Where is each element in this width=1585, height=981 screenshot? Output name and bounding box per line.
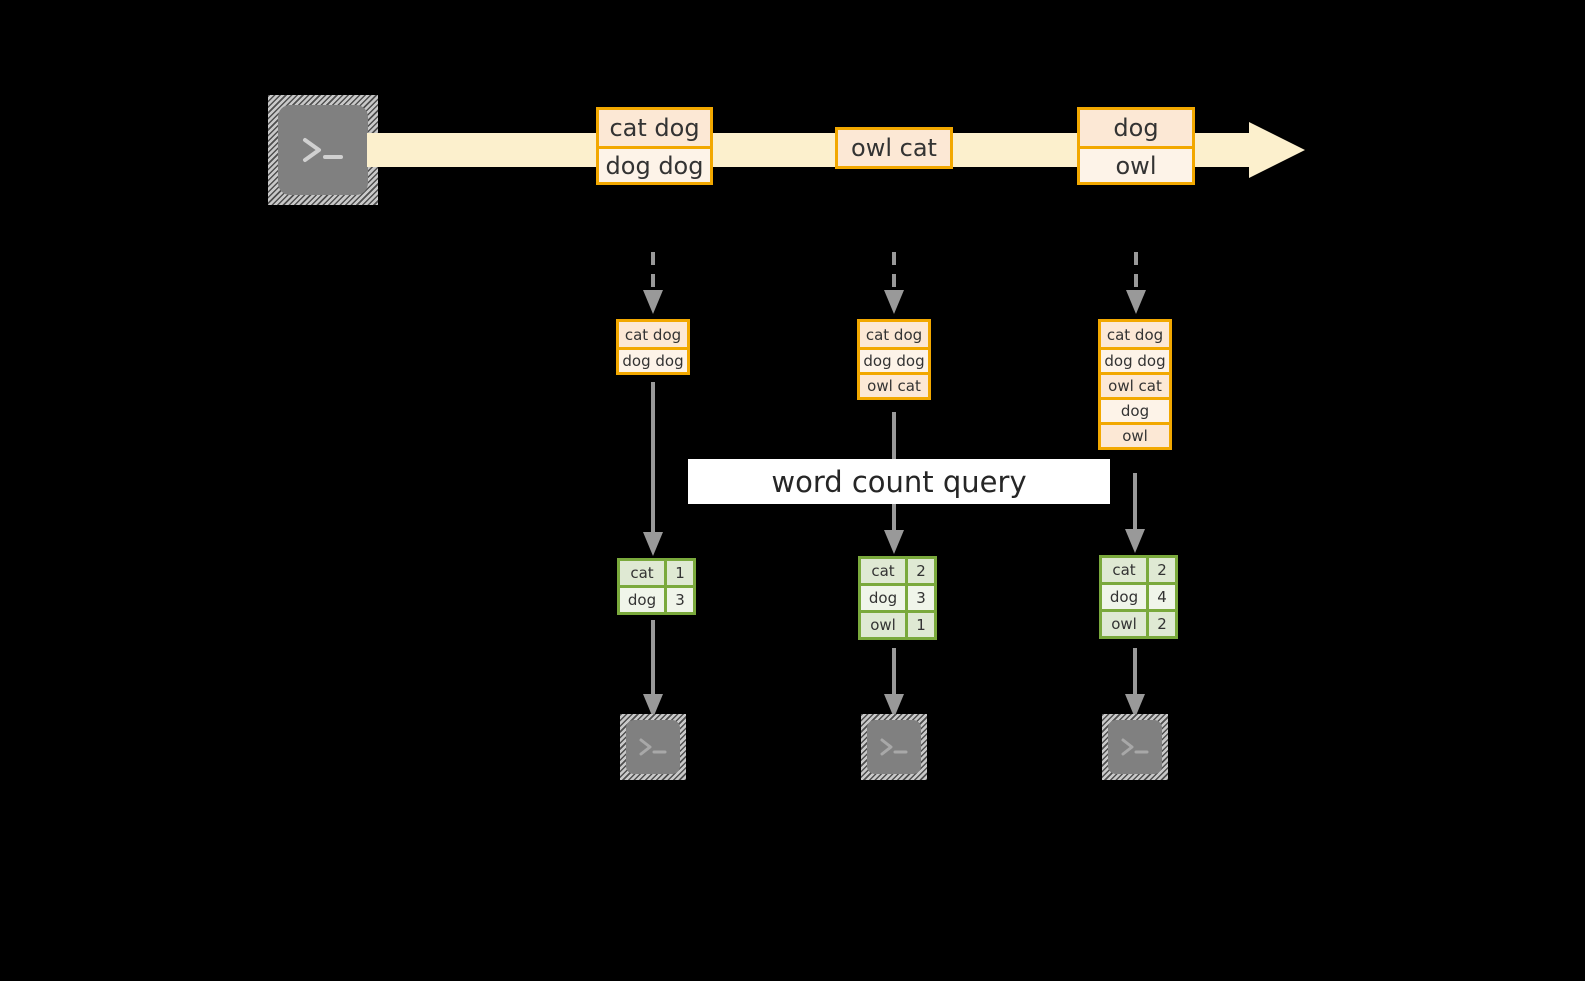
stream-event-row: dog [1080,110,1192,146]
snapshot-3-result-table: cat 2 dog 4 owl 2 [1099,555,1178,639]
table-cell-word: dog [620,588,664,612]
table-cell-word: owl [861,613,905,637]
table-row: dog 3 [620,585,693,612]
word-count-query-label: word count query [688,459,1110,504]
snapshot-2-sink-arrow [882,648,906,720]
snapshot-input-row: dog dog [860,347,928,372]
table-cell-count: 1 [664,561,693,585]
table-row: dog 3 [861,583,934,610]
stream-event-row: owl [1080,146,1192,182]
table-cell-count: 3 [664,588,693,612]
snapshot-1-input-box: cat dog dog dog [616,319,690,375]
terminal-body [626,720,680,774]
snapshot-1-sink-arrow [641,620,665,720]
terminal-prompt-glyph [1102,714,1168,780]
snapshot-3-query-arrow [1123,473,1147,557]
table-cell-word: cat [1102,558,1146,582]
snapshot-1-sink-terminal-icon [620,714,686,780]
stream-event-row: owl cat [838,130,950,166]
table-cell-count: 2 [1146,612,1175,636]
terminal-body [1108,720,1162,774]
snapshot-1-query-arrow [641,382,665,560]
snapshot-2-result-table: cat 2 dog 3 owl 1 [858,556,937,640]
stream-event-group-1: cat dog dog dog [596,107,713,185]
dashed-connector-1 [641,252,665,318]
snapshot-input-row: cat dog [1101,322,1169,347]
dashed-connector-2 [882,252,906,318]
snapshot-2-input-box: cat dog dog dog owl cat [857,319,931,400]
snapshot-input-row: cat dog [860,322,928,347]
snapshot-input-row: cat dog [619,322,687,347]
table-row: owl 1 [861,610,934,637]
table-cell-word: dog [1102,585,1146,609]
snapshot-input-row: owl cat [1101,372,1169,397]
terminal-prompt-glyph [268,95,378,205]
terminal-prompt-glyph [861,714,927,780]
table-cell-word: owl [1102,612,1146,636]
snapshot-input-row: dog dog [1101,347,1169,372]
snapshot-input-row: owl cat [860,372,928,397]
terminal-body [278,105,368,195]
snapshot-input-row: owl [1101,422,1169,447]
table-cell-word: cat [620,561,664,585]
table-cell-word: cat [861,559,905,583]
snapshot-3-sink-arrow [1123,648,1147,720]
table-cell-word: dog [861,586,905,610]
table-cell-count: 1 [905,613,934,637]
snapshot-input-row: dog dog [619,347,687,372]
stream-event-group-3: dog owl [1077,107,1195,185]
table-cell-count: 3 [905,586,934,610]
terminal-body [867,720,921,774]
stream-event-group-2: owl cat [835,127,953,169]
dashed-connector-3 [1124,252,1148,318]
source-terminal-icon [268,95,378,205]
snapshot-3-input-box: cat dog dog dog owl cat dog owl [1098,319,1172,450]
snapshot-3-sink-terminal-icon [1102,714,1168,780]
stream-event-row: cat dog [599,110,710,146]
table-cell-count: 4 [1146,585,1175,609]
snapshot-2-sink-terminal-icon [861,714,927,780]
snapshot-input-row: dog [1101,397,1169,422]
snapshot-1-result-table: cat 1 dog 3 [617,558,696,615]
table-row: dog 4 [1102,582,1175,609]
table-row: owl 2 [1102,609,1175,636]
table-cell-count: 2 [905,559,934,583]
table-row: cat 2 [1102,558,1175,582]
table-row: cat 2 [861,559,934,583]
table-cell-count: 2 [1146,558,1175,582]
terminal-prompt-glyph [620,714,686,780]
stream-event-row: dog dog [599,146,710,182]
table-row: cat 1 [620,561,693,585]
